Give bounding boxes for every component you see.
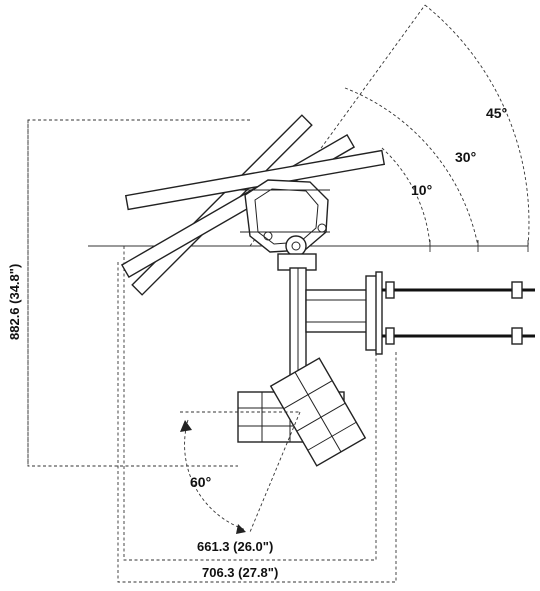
envelope-outline xyxy=(27,119,250,467)
height-dimension-label: 882.6 (34.8") xyxy=(7,264,22,340)
tilt-arc-30 xyxy=(344,87,479,247)
tilt-arc-10 xyxy=(381,147,431,247)
width-outer-label: 706.3 (27.8") xyxy=(202,565,278,580)
solar-panels xyxy=(120,114,386,296)
equipment-box xyxy=(237,357,367,467)
mounting-pole xyxy=(277,253,383,379)
tilt-mechanism xyxy=(240,179,330,257)
angle-label-10: 10° xyxy=(411,182,432,198)
angle-label-60: 60° xyxy=(190,474,211,490)
tilt-arc-45 xyxy=(424,4,530,247)
box-rotation-arc xyxy=(180,411,301,534)
arrow-head-icon xyxy=(236,524,246,534)
width-outer-box xyxy=(117,262,397,583)
angle-label-45: 45° xyxy=(486,105,507,121)
width-inner-box xyxy=(123,246,377,561)
width-inner-label: 661.3 (26.0") xyxy=(197,539,273,554)
angle-label-30: 30° xyxy=(455,149,476,165)
width-dimension-lines xyxy=(117,246,397,583)
mounting-rods xyxy=(382,281,535,345)
arrow-head-icon xyxy=(180,420,192,432)
